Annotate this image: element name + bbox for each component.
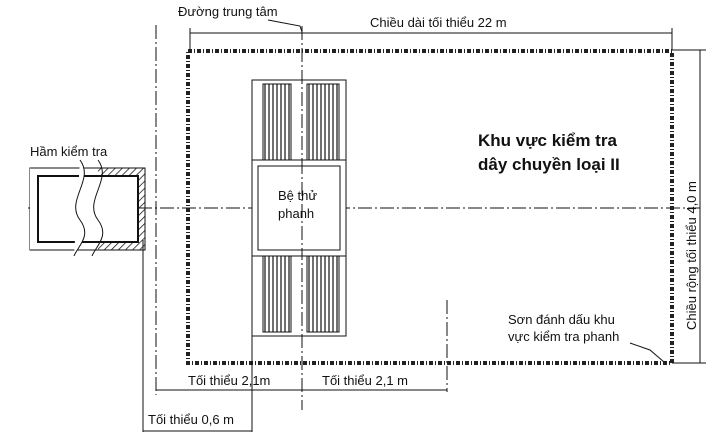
inspection-pit	[29, 159, 146, 257]
roller-top-right	[306, 83, 340, 161]
brake-tester-label-line1: Bệ thử	[278, 188, 317, 203]
area-title-line2: dây chuyền loại II	[478, 155, 620, 174]
brake-test-area-marking	[186, 49, 674, 365]
centerline-leader	[267, 19, 303, 33]
pit-label: Hầm kiểm tra	[30, 144, 108, 159]
roller-bottom-left	[262, 255, 292, 333]
min-width-label: Chiều rộng tối thiểu 4,0 m	[684, 181, 699, 330]
roller-top-left	[262, 83, 292, 161]
tester-base	[251, 159, 347, 257]
break-line	[73, 159, 86, 257]
marking-label-line2: vực kiểm tra phanh	[508, 329, 619, 344]
min-length-label: Chiều dài tối thiểu 22 m	[370, 15, 507, 30]
roller-bottom-right	[306, 255, 340, 333]
centerline-label: Đường trung tâm	[178, 4, 278, 19]
dim-right-2-1-label: Tối thiểu 2,1 m	[322, 373, 408, 388]
break-line	[91, 159, 104, 257]
pit-interior	[37, 175, 139, 243]
brake-tester-label-line2: phanh	[278, 206, 314, 221]
brake-tester: Bệ thử phanh	[251, 79, 347, 337]
area-title-line1: Khu vực kiểm tra	[478, 131, 617, 150]
marking-label-line1: Sơn đánh dấu khu	[508, 312, 615, 327]
marking-leader	[629, 342, 665, 363]
dim-0-6-label: Tối thiểu 0,6 m	[148, 412, 234, 427]
dim-left-2-1-label: Tối thiểu 2,1m	[188, 373, 270, 388]
tester-base-inner	[257, 165, 341, 251]
